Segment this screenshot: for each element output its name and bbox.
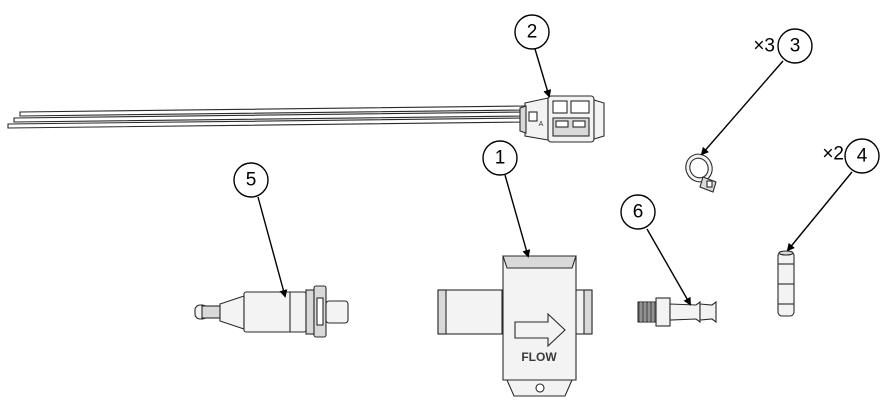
flow-label: FLOW: [521, 350, 557, 364]
balloon-1-number: 1: [495, 148, 506, 169]
inline-fuse: [777, 250, 795, 317]
quantity-3-label: ×3: [753, 36, 775, 57]
leader-lines: [257, 48, 853, 306]
hose-clamp: [685, 153, 717, 193]
balloon-4: 4: [844, 138, 880, 174]
connector-marking: A: [539, 121, 544, 128]
balloon-2-number: 2: [527, 22, 538, 43]
barb-fitting: [637, 297, 717, 327]
quantity-4-label: ×2: [822, 144, 844, 165]
balloon-2: 2: [514, 14, 550, 50]
leader-2: [534, 48, 552, 98]
leader-4: [786, 171, 853, 252]
leader-6: [646, 228, 691, 306]
balloon-1: 1: [482, 140, 518, 176]
leader-1: [504, 174, 531, 258]
fuel-pump: FLOW: [437, 255, 593, 397]
balloon-5-number: 5: [246, 170, 257, 191]
connector-body: A: [519, 95, 605, 143]
fuel-filter: [194, 285, 349, 338]
balloon-4-number: 4: [857, 146, 868, 167]
balloon-3-number: 3: [790, 36, 801, 57]
balloon-6-number: 6: [633, 202, 644, 223]
balloon-3: 3: [777, 28, 813, 64]
harness-wires: [7, 105, 529, 129]
leader-5: [257, 196, 288, 298]
leader-3: [700, 60, 784, 156]
balloon-5: 5: [233, 162, 269, 198]
balloon-6: 6: [620, 194, 656, 230]
wire-harness-connector: A: [7, 95, 605, 143]
